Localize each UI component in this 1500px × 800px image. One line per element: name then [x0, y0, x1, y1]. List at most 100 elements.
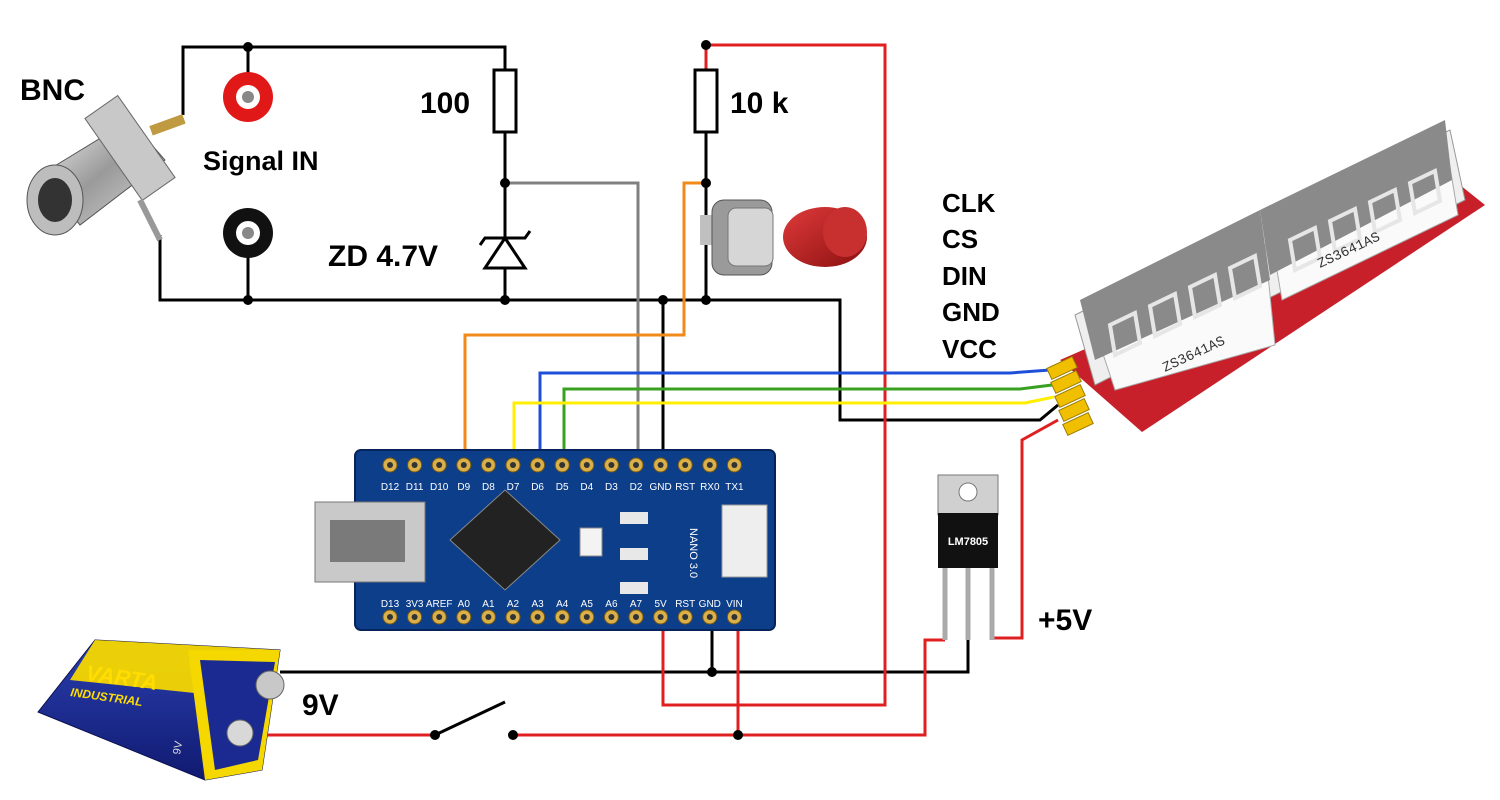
nano-pin-label: A7 [630, 599, 643, 610]
wire-button-d9 [463, 181, 706, 465]
wire-clk [512, 395, 1055, 465]
nano-pin-label: A5 [581, 599, 594, 610]
nano-pin-label: D8 [482, 482, 495, 493]
battery-voltage-mark: 9V [171, 740, 185, 756]
bnc-connector [26, 94, 186, 242]
nano-pin-label: D5 [556, 482, 569, 493]
status-leds [620, 512, 648, 594]
nano-pin-hole [411, 462, 418, 468]
nano-pin-hole [633, 614, 639, 620]
nano-pin-label: A1 [482, 599, 495, 610]
zener-diode [478, 230, 532, 270]
nano-pin-label: 5V [654, 599, 667, 610]
nano-pin-hole [534, 462, 541, 468]
nano-pin-label: A0 [458, 599, 471, 610]
nano-pin-hole [559, 462, 566, 468]
nano-pin-hole [731, 614, 738, 620]
wire-din [538, 368, 1051, 465]
nano-pin-hole [510, 462, 516, 468]
nano-pin-label: D4 [580, 482, 593, 493]
nano-pin-label: D13 [381, 599, 400, 610]
nano-pin-hole [657, 462, 664, 468]
nano-pin-label: A3 [531, 599, 544, 610]
nano-model: NANO 3.0 [687, 528, 699, 578]
resistor-100 [492, 68, 518, 134]
nano-pin-hole [706, 614, 713, 620]
wire-plus5v [992, 418, 1059, 640]
wire-battery-ground [280, 640, 970, 674]
seven-segment-display-module: ZS3641AS ZS3641AS [1046, 120, 1485, 437]
label-din: DIN [942, 261, 987, 291]
wires [158, 40, 1059, 740]
wire-top-rail [181, 45, 507, 115]
nano-pin-hole [682, 614, 689, 620]
nano-pin-label: D6 [531, 482, 544, 493]
nano-pin-hole [460, 614, 467, 620]
nano-pin-hole [731, 462, 738, 468]
nano-pin-hole [608, 614, 615, 620]
nano-pin-label: D11 [406, 482, 424, 493]
nano-pin-hole [436, 614, 443, 620]
resistor-10k [693, 68, 719, 134]
wire-signal-d2 [505, 181, 640, 465]
nano-pin-hole [583, 462, 590, 468]
nano-pin-label: RX0 [700, 482, 720, 493]
nano-pin-hole [583, 614, 590, 620]
nano-pin-label: A2 [507, 599, 520, 610]
nano-pin-label: A4 [556, 599, 569, 610]
wire-ground-rail [158, 235, 1059, 422]
nano-pin-label: D2 [630, 482, 643, 493]
label-resistor-100: 100 [420, 87, 470, 120]
nano-pin-label: D12 [381, 482, 400, 493]
display-digits [1107, 168, 1443, 358]
nano-pin-hole [510, 614, 516, 620]
icsp-header [721, 504, 768, 578]
regulator-part: LM7805 [948, 536, 988, 548]
label-resistor-10k: 10 k [730, 87, 789, 120]
nano-pin-hole [534, 614, 541, 620]
battery-terminals [226, 670, 285, 747]
nano-pin-label: VIN [726, 599, 743, 610]
wire-cs [562, 383, 1053, 465]
nano-pin-label: AREF [426, 599, 453, 610]
label-signal-in: Signal IN [203, 146, 319, 176]
nano-pin-hole [460, 462, 467, 468]
nano-pin-label: TX1 [725, 482, 744, 493]
nano-pin-hole [436, 462, 443, 468]
nano-pin-hole [682, 462, 689, 468]
junction-dots [243, 40, 743, 740]
nano-pin-hole [706, 462, 713, 468]
label-clk: CLK [942, 188, 996, 218]
display-header-pins [1046, 355, 1094, 437]
nano-pin-label: 3V3 [406, 599, 424, 610]
signal-black-terminal [223, 208, 273, 258]
nano-pin-hole [633, 462, 639, 468]
nano-pin-hole [387, 462, 393, 468]
nano-pin-hole [559, 614, 566, 620]
label-gnd: GND [942, 297, 1000, 327]
nano-pin-hole [485, 462, 492, 468]
label-zener: ZD 4.7V [328, 240, 438, 273]
nano-pin-label: GND [649, 482, 671, 493]
nano-pin-label: D9 [457, 482, 470, 493]
lm7805-regulator: LM7805 [937, 474, 999, 640]
label-9v: 9V [302, 689, 339, 722]
power-switch [434, 700, 506, 737]
nano-pin-label: D10 [430, 482, 449, 493]
label-bnc: BNC [20, 74, 85, 107]
nano-pin-label: D3 [605, 482, 618, 493]
usb-connector [314, 501, 426, 583]
nano-pin-label: GND [699, 599, 721, 610]
nano-pin-hole [411, 614, 418, 620]
nano-pin-hole [608, 462, 615, 468]
wire-switch-out [513, 638, 945, 737]
nano-pin-hole [657, 614, 664, 620]
label-cs: CS [942, 224, 978, 254]
label-vcc: VCC [942, 334, 997, 364]
nano-pin-hole [485, 614, 492, 620]
nano-pin-label: A6 [605, 599, 618, 610]
